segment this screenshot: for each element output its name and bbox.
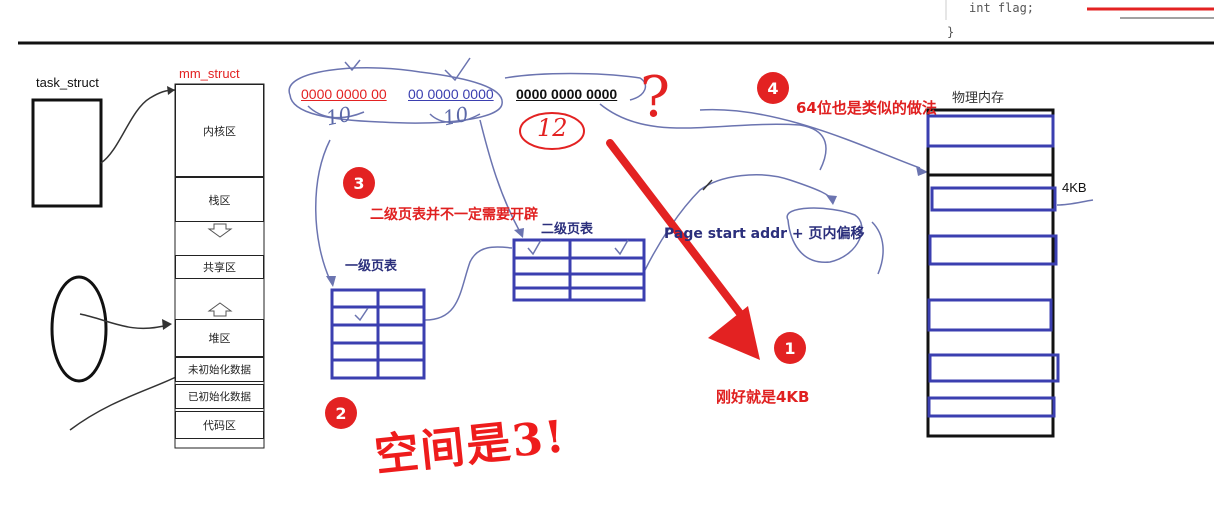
formula-to-memory-curve [699,108,921,169]
flow-to-level1 [315,139,331,281]
address-formula: Page start addr + 页内偏移 [664,226,865,242]
process-ellipse [50,275,108,383]
address-tick-2 [444,57,471,82]
physical-memory-block [926,108,1055,438]
address-bits-part3: 0000 0000 0000 [516,86,618,102]
mm-region-stack: 栈区 [175,177,264,222]
level1-to-level2-curve [424,246,513,321]
level1-table-label: 一级页表 [345,259,398,274]
address-loop-2 [504,72,647,101]
level2-check-mark-2 [614,239,629,256]
formula-circle [786,207,863,263]
address-bits-part1: 0000 0000 00 [301,86,387,102]
address-tick-1 [344,59,361,72]
offset-to-memory-curve [599,103,827,171]
code-snippet-line1: int flag; [969,1,1035,15]
heap-up-arrow-icon [207,302,233,317]
physical-memory-pages [926,114,1060,418]
flow-to-level2 [479,119,521,233]
mm-region-shared: 共享区 [175,255,264,279]
bottom-left-scribble [69,375,179,431]
note-badge-4: 4 [757,72,789,104]
bit-count-3: 12 [537,114,568,142]
note-badge-2: 2 [325,397,357,429]
red-pointer-arrow-head [708,306,760,360]
note-text-1: 刚好就是4KB [716,388,810,406]
level1-page-table [330,288,426,380]
flow-to-level2-arrowhead [514,228,524,238]
physical-memory-label: 物理内存 [952,91,1005,106]
note-badge-1: 1 [774,332,806,364]
ellipse-to-heap-arrowhead [162,319,172,330]
address-bits-part2: 00 0000 0000 [408,86,494,102]
count1-brace [307,105,365,119]
task-to-mm-curve [100,89,176,164]
ellipse-to-heap-curve [79,313,169,330]
task-struct-box [31,98,103,208]
level2-to-formula-arrowhead [826,195,837,205]
level2-to-formula-curve [644,174,833,271]
note-badge-3: 3 [343,167,375,199]
code-snippet-line2: } [947,25,955,39]
level2-check-mark-1 [527,239,542,256]
4kb-connector [1056,199,1094,206]
count3-circle [519,112,585,150]
page-size-label: 4KB [1062,180,1087,195]
red-pointer-arrow-shaft [606,139,749,324]
mm-struct-label: mm_struct [179,66,240,81]
flow-to-level1-arrowhead [326,276,336,287]
level1-check-mark [354,307,369,322]
note-text-3: 二级页表并不一定需要开辟 [370,207,538,223]
note-text-4: 64位也是类似的做法 [796,99,937,117]
formula-to-memory-arrowhead [916,166,928,176]
stack-down-arrow-icon [207,223,233,238]
formula-bracket [871,221,884,275]
mm-region-heap: 堆区 [175,319,264,357]
mm-region-bss: 未初始化数据 [175,357,264,382]
question-mark: ? [640,65,671,130]
small-pencil-mark [702,179,713,191]
mm-region-kernel: 内核区 [175,84,264,177]
task-struct-label: task_struct [36,75,99,90]
level2-page-table [512,238,646,302]
task-to-mm-arrowhead [167,86,175,95]
count2-brace [429,113,481,123]
mm-region-code: 代码区 [175,411,264,439]
level2-table-label: 二级页表 [541,222,594,237]
mm-region-data: 已初始化数据 [175,384,264,409]
